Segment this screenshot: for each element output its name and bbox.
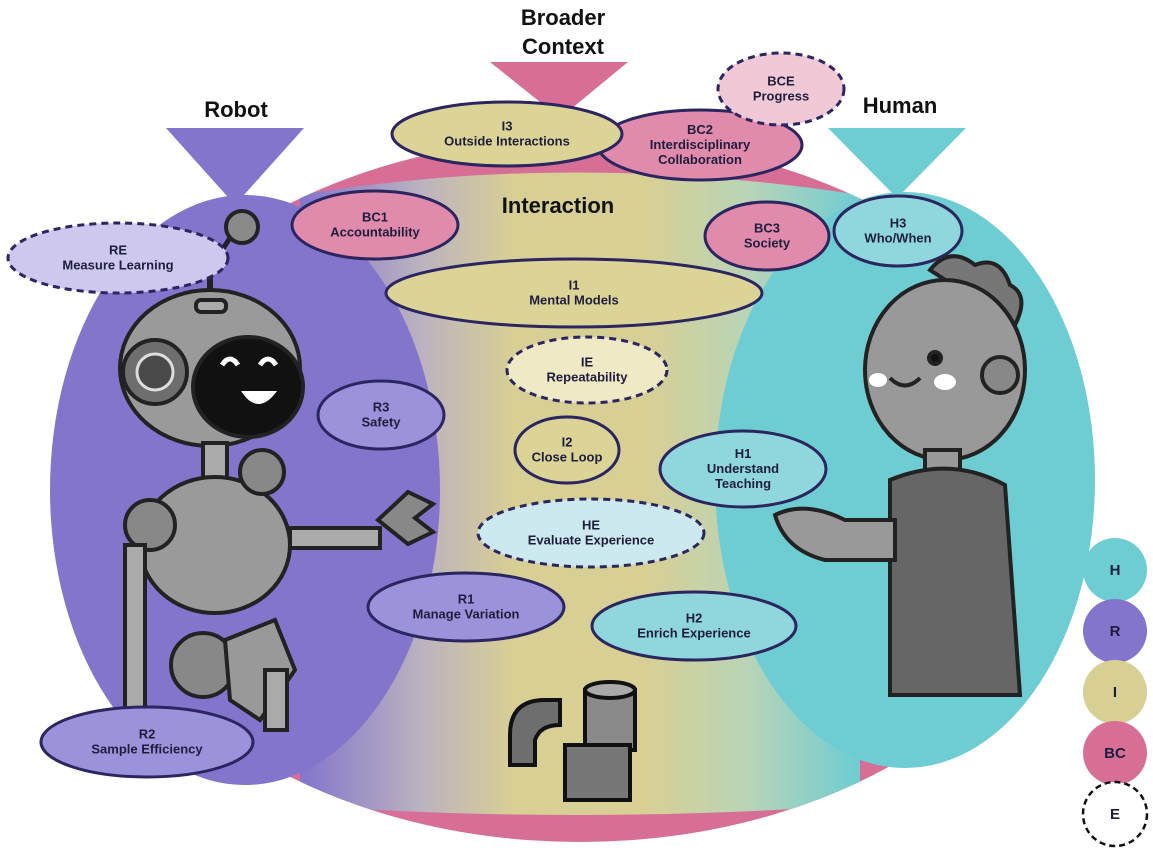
bubble-r2-code: R2 [139, 727, 156, 742]
bubble-i1-code: I1 [569, 278, 580, 293]
bubble-h2-code: H2 [686, 611, 703, 626]
legend-label: I [1113, 684, 1117, 701]
bubble-i2-code: I2 [562, 435, 573, 450]
bubble-bc1-shape [290, 189, 460, 261]
bubble-h3-code: H3 [890, 216, 907, 231]
bubble-h2-shape [590, 590, 798, 662]
bubble-re-label: Measure Learning [62, 258, 173, 273]
human-funnel [828, 128, 966, 198]
legend-swatch [1083, 538, 1147, 602]
bubble-bc2-label-1: Interdisciplinary [650, 137, 751, 152]
bubble-ie-code: IE [581, 355, 594, 370]
bubble-h1-shape [658, 429, 828, 509]
bubble-h3-shape [832, 194, 964, 268]
bubble-r3-label: Safety [361, 415, 401, 430]
bubble-r1-shape [366, 571, 566, 643]
bubble-bce-shape [716, 51, 846, 127]
bubble-h1-label-1: Understand [707, 461, 779, 476]
legend-swatch [1083, 721, 1147, 785]
bubble-he-code: HE [582, 518, 600, 533]
legend-item-r: R [1083, 599, 1147, 663]
bubble-ie-shape [505, 335, 669, 405]
bubble-i3-code: I3 [502, 119, 513, 134]
bubble-bc1-code: BC1 [362, 210, 388, 225]
human-heading: Human [863, 93, 938, 118]
bubble-r1-code: R1 [458, 592, 475, 607]
bubble-i2-label: Close Loop [532, 450, 603, 465]
bubble-he-shape [476, 497, 706, 569]
bubble-bc2-code: BC2 [687, 122, 713, 137]
bubble-r3-code: R3 [373, 400, 390, 415]
bubble-r1-label: Manage Variation [413, 607, 520, 622]
bubble-h1-code: H1 [735, 446, 752, 461]
robot-heading: Robot [204, 97, 268, 122]
bubble-h1-label-2: Teaching [715, 476, 771, 491]
bubble-i1-label: Mental Models [529, 293, 619, 308]
bubble-bce-code: BCE [767, 74, 795, 89]
bubble-r2-shape [39, 705, 255, 779]
interaction-heading: Interaction [502, 193, 614, 218]
broader-context-heading-line1: Broader [521, 5, 606, 30]
bubble-i3-label: Outside Interactions [444, 134, 570, 149]
legend-swatch [1083, 599, 1147, 663]
legend-label: R [1110, 623, 1121, 640]
bubble-bc3-label: Society [744, 236, 791, 251]
broader-context-funnel [490, 62, 628, 118]
legend-item-e: E [1081, 780, 1149, 848]
legend-label: BC [1104, 745, 1126, 762]
legend-item-bc: BC [1083, 721, 1147, 785]
bubble-he-label: Evaluate Experience [528, 533, 654, 548]
legend-swatch [1081, 780, 1149, 848]
legend-label: H [1110, 562, 1121, 579]
bubble-bc1-label: Accountability [330, 225, 420, 240]
bubble-h3-label: Who/When [864, 231, 931, 246]
bubble-i3-shape [390, 100, 624, 168]
legend: H R I BC E [1081, 538, 1149, 848]
bubble-r3-shape [316, 379, 446, 451]
legend-swatch [1083, 660, 1147, 724]
bubble-i2-shape [513, 415, 621, 485]
bubble-ie-label: Repeatability [547, 370, 629, 385]
bubble-bc2-label-2: Collaboration [658, 152, 742, 167]
legend-item-h: H [1083, 538, 1147, 602]
bubble-bce-label: Progress [753, 89, 809, 104]
bubble-i1-shape [384, 257, 764, 329]
broader-context-heading-line2: Context [522, 34, 605, 59]
bubble-r2-label: Sample Efficiency [91, 742, 203, 757]
bubble-bc3-code: BC3 [754, 221, 780, 236]
bubble-bc3-shape [703, 200, 831, 272]
legend-item-i: I [1083, 660, 1147, 724]
blocks-illustration [508, 680, 637, 802]
legend-label: E [1110, 806, 1120, 823]
bubble-re-code: RE [109, 243, 127, 258]
bubble-re-shape [6, 221, 230, 295]
human-illustration [772, 254, 1027, 697]
robot-funnel [166, 128, 304, 205]
bubble-h2-label: Enrich Experience [637, 626, 750, 641]
